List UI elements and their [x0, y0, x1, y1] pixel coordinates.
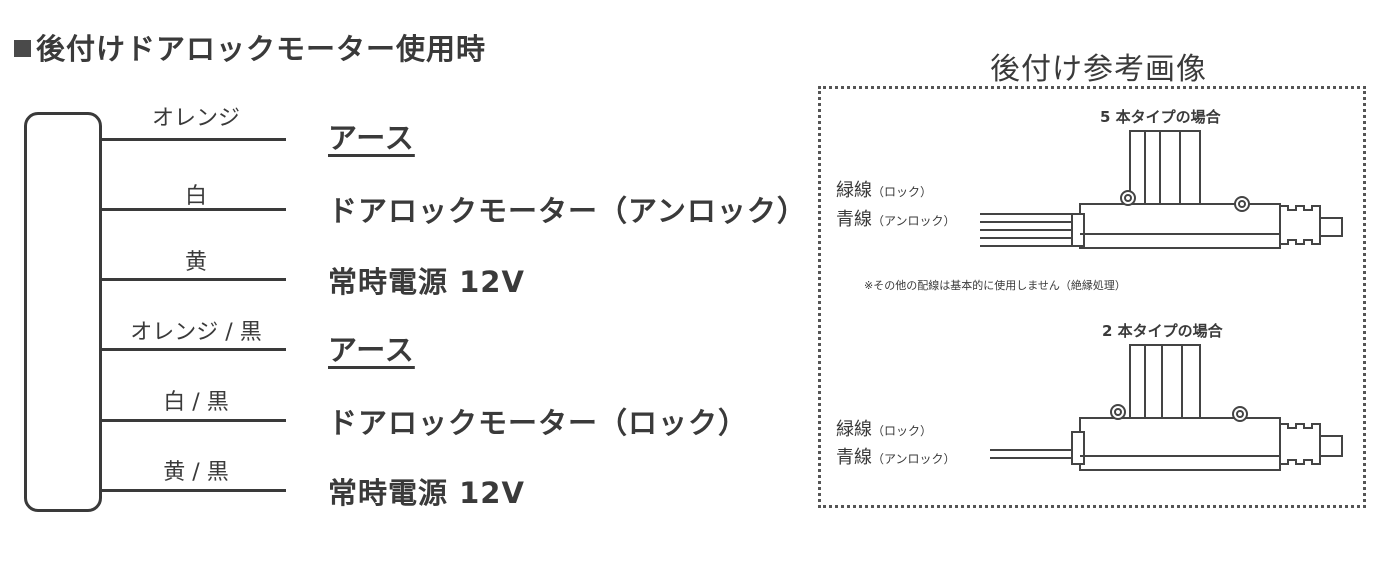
- wire-function-label: ドアロックモーター（アンロック）: [328, 194, 807, 228]
- two-wire-motor-illustration: [990, 344, 1343, 471]
- wire-function-label: 常時電源 12V: [328, 476, 525, 510]
- motor-plunger: [1279, 423, 1321, 465]
- two-wire-heading: 2 本タイプの場合: [1102, 322, 1223, 340]
- five-wire-blue-label: 青線（アンロック）: [836, 209, 956, 230]
- square-bullet-icon: [14, 40, 31, 57]
- wire-function-label: アース: [328, 333, 415, 367]
- five-wire-motor-illustration: [980, 130, 1343, 249]
- five-wire-note: ※その他の配線は基本的に使用しません（絶縁処理）: [864, 279, 1126, 292]
- wire-line: [102, 489, 286, 492]
- screw-icon: [1120, 190, 1136, 206]
- screw-icon: [1234, 196, 1250, 212]
- wire-color-label: 白: [184, 184, 207, 209]
- reference-panel: [818, 86, 1366, 508]
- motor-bracket: [1129, 130, 1201, 207]
- two-wire-blue-label: 青線（アンロック）: [836, 447, 956, 468]
- wire-line: [102, 138, 286, 141]
- wire-color-label: 黄 / 黒: [163, 460, 229, 485]
- wire-line: [102, 278, 286, 281]
- wire-function-label: アース: [328, 121, 415, 155]
- motor-plunger: [1279, 205, 1321, 245]
- five-wire-green-label: 緑線（ロック）: [836, 180, 933, 201]
- wire-color-label: オレンジ: [151, 106, 240, 131]
- screw-icon: [1232, 406, 1248, 422]
- screw-icon: [1110, 404, 1126, 420]
- two-wire-green-label: 緑線（ロック）: [836, 419, 933, 440]
- reference-title: 後付け参考画像: [990, 52, 1207, 87]
- motor-body: [1079, 417, 1281, 471]
- wire-function-label: 常時電源 12V: [328, 265, 525, 299]
- wire-line: [102, 208, 286, 211]
- wire-line: [102, 419, 286, 422]
- wire-function-label: ドアロックモーター（ロック）: [328, 406, 749, 440]
- unit-connector-box: [24, 112, 102, 512]
- section-title: 後付けドアロックモーター使用時: [14, 26, 486, 68]
- wire-line: [102, 348, 286, 351]
- wire-color-label: オレンジ / 黒: [130, 320, 262, 345]
- five-wire-heading: 5 本タイプの場合: [1100, 108, 1221, 126]
- wire-color-label: 黄: [184, 250, 207, 275]
- motor-body: [1079, 203, 1281, 249]
- wire-color-label: 白 / 黒: [163, 390, 229, 415]
- motor-bracket: [1129, 344, 1201, 421]
- section-title-text: 後付けドアロックモーター使用時: [36, 32, 487, 66]
